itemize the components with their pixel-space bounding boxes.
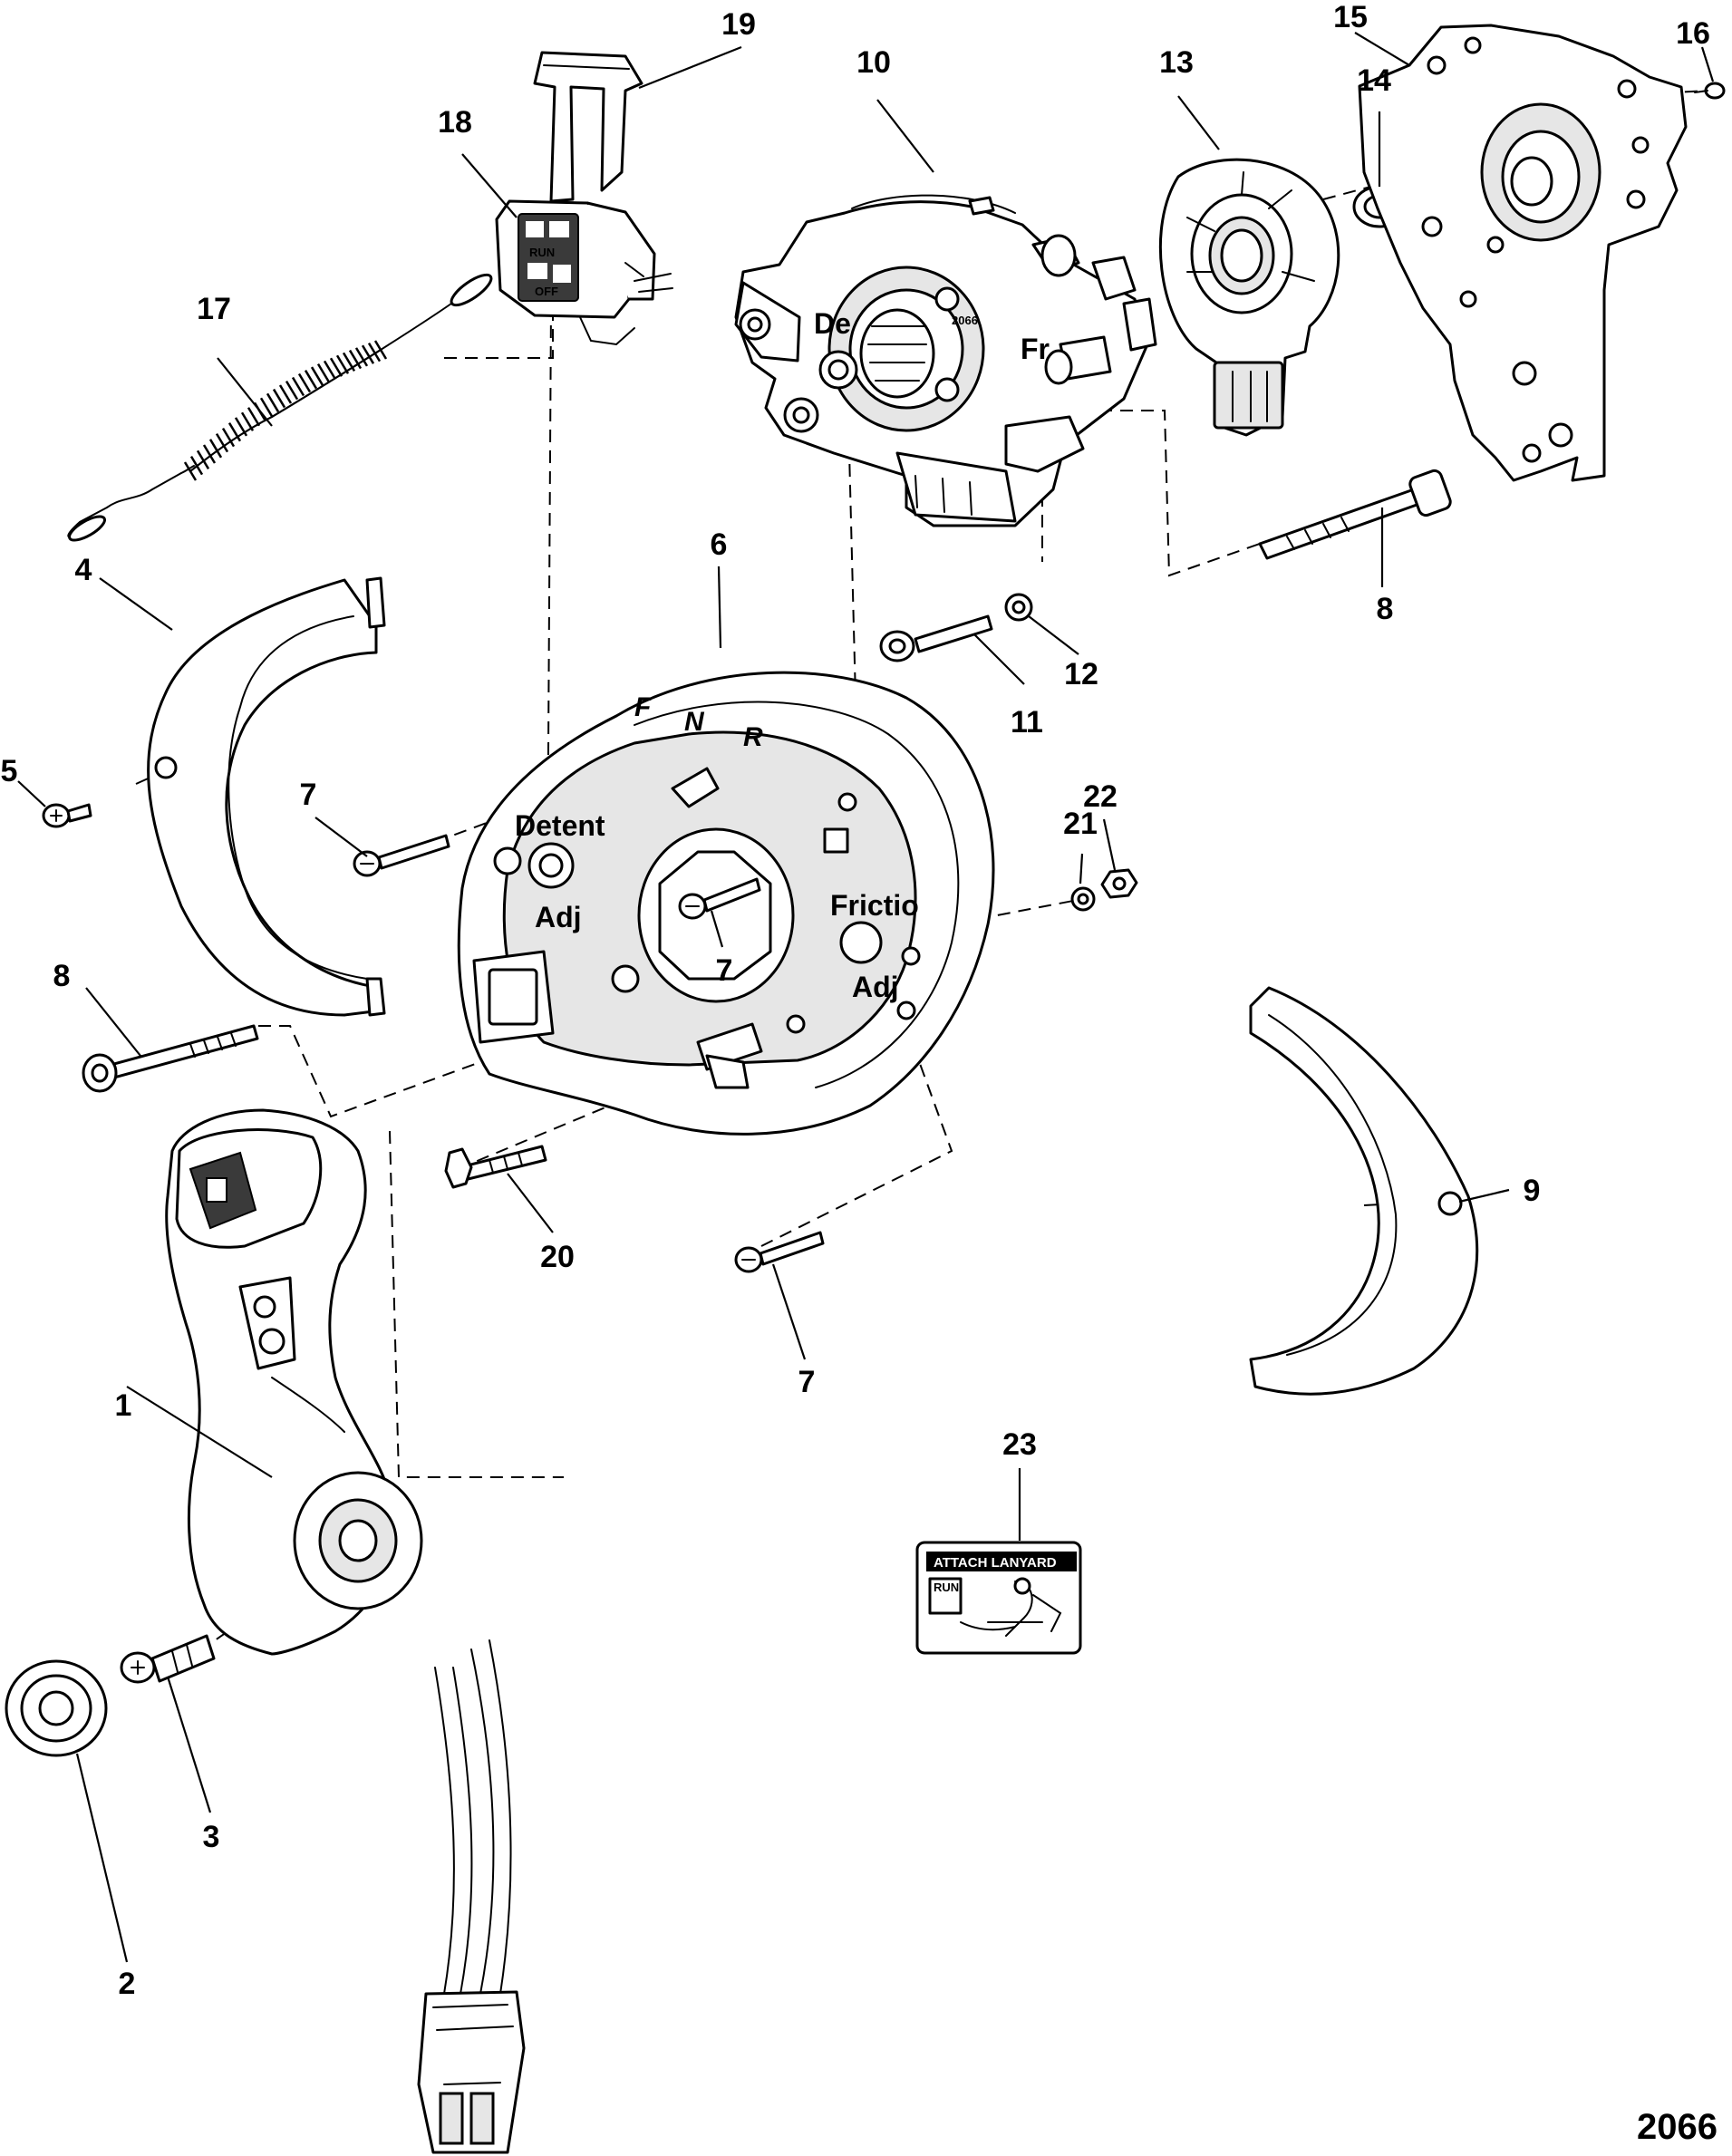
coil-turn xyxy=(208,439,223,459)
leader-lines xyxy=(17,32,1715,1963)
actuator-de-text: De xyxy=(814,307,851,340)
part-6-control-housing: F N R Detent Adj Frictio Adj xyxy=(457,671,995,1136)
callout-7-left: 7 xyxy=(300,778,317,812)
callout-2: 2 xyxy=(119,1967,136,2001)
part-17-lanyard-cord xyxy=(67,273,493,542)
callout-3: 3 xyxy=(203,1820,220,1854)
adj-right-mark: Adj xyxy=(852,971,899,1003)
part-1-control-handle xyxy=(165,1108,526,2154)
callout-19: 19 xyxy=(721,7,756,42)
part-16-screw xyxy=(1694,82,1726,100)
callout-6: 6 xyxy=(711,527,728,562)
switch-run-text: RUN xyxy=(529,246,555,259)
reverse-mark: R xyxy=(743,722,763,752)
coil-turn xyxy=(227,422,242,442)
switch-off-text: OFF xyxy=(535,285,558,298)
part-7-screw-bottom xyxy=(734,1231,825,1273)
part-8-bolt-lower xyxy=(82,1024,259,1093)
adj-left-mark: Adj xyxy=(535,901,582,933)
callout-7-bottom: 7 xyxy=(798,1365,816,1399)
coil-turn xyxy=(259,397,274,417)
coil-turn xyxy=(278,384,293,404)
part-7-screw-left xyxy=(353,834,450,877)
callout-5: 5 xyxy=(1,754,18,788)
coil-turn xyxy=(316,363,331,383)
part-2-cap xyxy=(5,1659,108,1757)
callout-4: 4 xyxy=(75,553,92,587)
callout-18: 18 xyxy=(438,105,472,140)
callout-1: 1 xyxy=(115,1388,132,1423)
part-23-decal: ATTACH LANYARD RUN xyxy=(915,1541,1082,1655)
callout-22: 22 xyxy=(1083,779,1118,814)
part-21-washer xyxy=(1070,886,1096,912)
coil-turn xyxy=(221,427,236,448)
callout-21: 21 xyxy=(1063,807,1098,841)
coil-turn xyxy=(202,444,217,464)
coil-turn xyxy=(247,407,261,427)
callout-16: 16 xyxy=(1676,16,1710,51)
callout-8-upper: 8 xyxy=(1377,592,1394,626)
callout-numbers: 19 18 17 10 13 14 15 16 8 11 12 6 4 5 7 … xyxy=(1,0,1710,2001)
callout-11: 11 xyxy=(1011,705,1043,740)
actuator-code-text: 2066 xyxy=(952,314,978,327)
coil-turn xyxy=(266,392,280,412)
coil-turn xyxy=(367,342,382,363)
part-15-mounting-plate xyxy=(1358,24,1688,482)
detent-mark: Detent xyxy=(515,809,605,842)
part-18-lanyard-switch: RUN OFF xyxy=(495,199,673,346)
callout-13: 13 xyxy=(1159,45,1194,80)
coil-turn xyxy=(285,380,299,401)
part-19-lanyard-clip xyxy=(533,51,643,203)
coil-turn xyxy=(354,347,369,367)
part-20-bolt xyxy=(444,1145,547,1189)
part-10-actuator-assembly: De Fr 2066 xyxy=(734,194,1157,527)
coil-turn xyxy=(361,344,375,364)
coil-turn xyxy=(348,349,363,370)
callout-15: 15 xyxy=(1333,0,1368,34)
coil-turn xyxy=(310,366,324,386)
figure-number: 2066 xyxy=(1637,2107,1717,2147)
part-22-nut xyxy=(1100,868,1138,899)
part-7-screw-center xyxy=(678,877,761,920)
coil-turn xyxy=(323,360,337,380)
decal-title: ATTACH LANYARD xyxy=(934,1555,1057,1571)
coil-turn xyxy=(291,376,305,397)
callout-20: 20 xyxy=(540,1240,575,1274)
coil-turn xyxy=(272,388,286,409)
coil-turn xyxy=(215,433,229,453)
part-12-washer xyxy=(1004,593,1033,622)
callout-12: 12 xyxy=(1064,657,1098,691)
friction-mark: Frictio xyxy=(830,889,919,922)
coil-turn xyxy=(196,450,210,469)
callout-23: 23 xyxy=(1002,1427,1037,1462)
callout-14: 14 xyxy=(1357,63,1391,98)
part-9-right-cover xyxy=(1249,986,1479,1396)
coil-turn xyxy=(329,357,343,377)
callout-17: 17 xyxy=(197,292,231,326)
callout-8-lower: 8 xyxy=(53,959,71,993)
callout-7-center: 7 xyxy=(716,953,733,988)
forward-mark: F xyxy=(634,692,652,722)
callout-9: 9 xyxy=(1524,1174,1541,1208)
part-13-sensor-ring xyxy=(1158,158,1340,437)
part-8-bolt-upper xyxy=(1258,469,1452,560)
coil-turn xyxy=(297,372,312,393)
decal-run-text: RUN xyxy=(934,1581,959,1594)
part-5-screw xyxy=(42,803,92,828)
callout-10: 10 xyxy=(856,45,891,80)
part-11-bolt xyxy=(879,614,993,662)
coil-turn xyxy=(304,370,318,390)
part-4-left-cover xyxy=(147,576,386,1017)
part-3-screw xyxy=(120,1634,216,1684)
neutral-mark: N xyxy=(684,707,705,737)
actuator-fr-text: Fr xyxy=(1021,333,1050,365)
